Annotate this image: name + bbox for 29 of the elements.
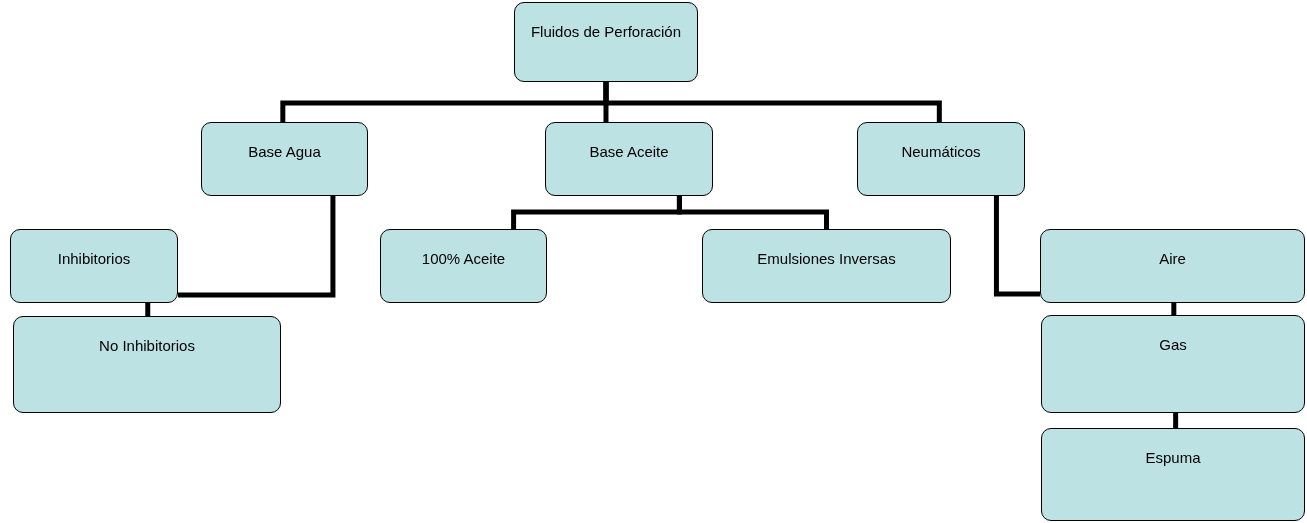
box-label: Neumáticos xyxy=(901,143,981,162)
category-box xyxy=(545,122,713,196)
box-label: Aire xyxy=(1159,250,1186,269)
connector-line xyxy=(178,196,336,298)
connector-line xyxy=(1171,303,1177,315)
category-box xyxy=(10,229,178,303)
category-box xyxy=(201,122,368,196)
category-box xyxy=(380,229,547,303)
box-label: Base Agua xyxy=(248,143,321,162)
category-box xyxy=(514,2,698,82)
box-label: Emulsiones Inversas xyxy=(757,250,896,269)
connector-line xyxy=(603,82,942,122)
category-box xyxy=(1041,315,1305,413)
connector-line xyxy=(993,196,1040,297)
box-label: 100% Aceite xyxy=(421,250,506,269)
box-label: Espuma xyxy=(1145,449,1201,468)
box-label: Inhibitorios xyxy=(57,250,131,269)
category-box xyxy=(702,229,951,303)
category-box xyxy=(13,316,281,413)
connector-line xyxy=(1173,413,1179,428)
connector-line xyxy=(676,196,829,229)
box-label: Base Aceite xyxy=(589,143,669,162)
category-box xyxy=(1041,428,1305,521)
box-label: Fluidos de Perforación xyxy=(530,23,682,42)
category-box xyxy=(1040,229,1305,303)
box-label: Gas xyxy=(1159,336,1187,355)
connector-line xyxy=(145,303,151,316)
category-box xyxy=(857,122,1025,196)
box-label: No Inhibitorios xyxy=(99,337,195,356)
